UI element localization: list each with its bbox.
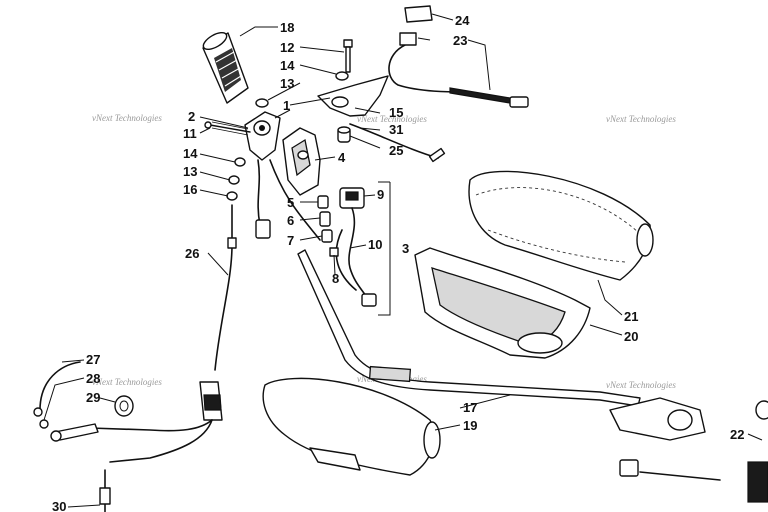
washer (255, 98, 269, 108)
wire-10 (348, 207, 369, 301)
fitting-30 (99, 487, 111, 505)
bracket-leader (378, 182, 391, 316)
fitting-25 (337, 126, 351, 143)
wire (269, 159, 321, 241)
connector (255, 219, 271, 239)
callout-29: 29 (86, 390, 100, 405)
callout-12: 12 (280, 40, 294, 55)
handlebar-17 (297, 249, 641, 407)
callout-17: 17 (463, 400, 477, 415)
nut (226, 191, 238, 201)
grip (202, 31, 249, 104)
pad-cover-20 (414, 247, 591, 359)
callout-11: 11 (183, 126, 197, 141)
part-5 (317, 195, 329, 209)
callout-14: 14 (183, 146, 198, 161)
throttle-cable-26 (89, 204, 237, 463)
part-7 (321, 229, 333, 243)
callout-14: 13 (280, 76, 294, 91)
wire-31 (349, 123, 439, 159)
end-28 (39, 419, 49, 429)
connector (361, 293, 377, 307)
part-24 (404, 5, 433, 23)
cable-27 (39, 361, 81, 411)
nut (228, 175, 240, 185)
switch-9 (339, 187, 365, 209)
throttle-lever-bracket (317, 75, 389, 117)
callout-18: 18 (280, 20, 294, 35)
wire-10 (335, 229, 357, 291)
callout-10: 10 (368, 237, 382, 252)
washer (234, 157, 246, 167)
heater-harness (388, 32, 529, 108)
washer (335, 71, 349, 81)
assembly-22 (609, 397, 768, 503)
bolt-12 (343, 39, 353, 73)
switch-housing (244, 111, 281, 161)
callout-26: 26 (185, 246, 199, 261)
screw-11 (204, 121, 251, 136)
pad-19 (262, 377, 441, 476)
connector (399, 32, 417, 46)
end-27 (33, 407, 43, 417)
watermark: vNext Technologies (606, 380, 676, 390)
callout-16: 16 (183, 182, 197, 197)
part-6 (319, 211, 331, 227)
callout-27: 27 (86, 352, 100, 367)
callout-19: 19 (463, 418, 477, 433)
handlebar-pad-21 (468, 170, 654, 281)
callout-13: 13 (183, 164, 197, 179)
callout-1: 1 (283, 98, 290, 113)
callout-30: 30 (52, 499, 66, 512)
watermark: vNext Technologies (606, 114, 676, 124)
connector-31 (428, 147, 446, 163)
callout-28: 28 (86, 371, 100, 386)
callout-13: 14 (280, 58, 295, 73)
callout-4: 4 (338, 150, 346, 165)
callout-9: 9 (377, 187, 384, 202)
throttle-body (282, 127, 321, 196)
callout-15: 15 (389, 105, 403, 120)
watermark: vNext Technologies (357, 114, 427, 124)
callout-31: 31 (389, 122, 403, 137)
callout-3: 3 (402, 241, 409, 256)
callout-21: 21 (624, 309, 638, 324)
watermark: vNext Technologies (92, 113, 162, 123)
callout-22: 22 (730, 427, 744, 442)
callout-25: 25 (389, 143, 403, 158)
callout-2: 2 (188, 109, 195, 124)
callout-8: 8 (332, 271, 339, 286)
watermark: vNext Technologies (92, 377, 162, 387)
callout-23: 23 (453, 33, 467, 48)
callout-24: 24 (455, 13, 470, 28)
callout-7: 7 (287, 233, 294, 248)
wire (257, 159, 261, 226)
callout-6: 6 (287, 213, 294, 228)
part-8 (329, 247, 339, 257)
callout-20: 20 (624, 329, 638, 344)
callout-5: 5 (287, 195, 294, 210)
